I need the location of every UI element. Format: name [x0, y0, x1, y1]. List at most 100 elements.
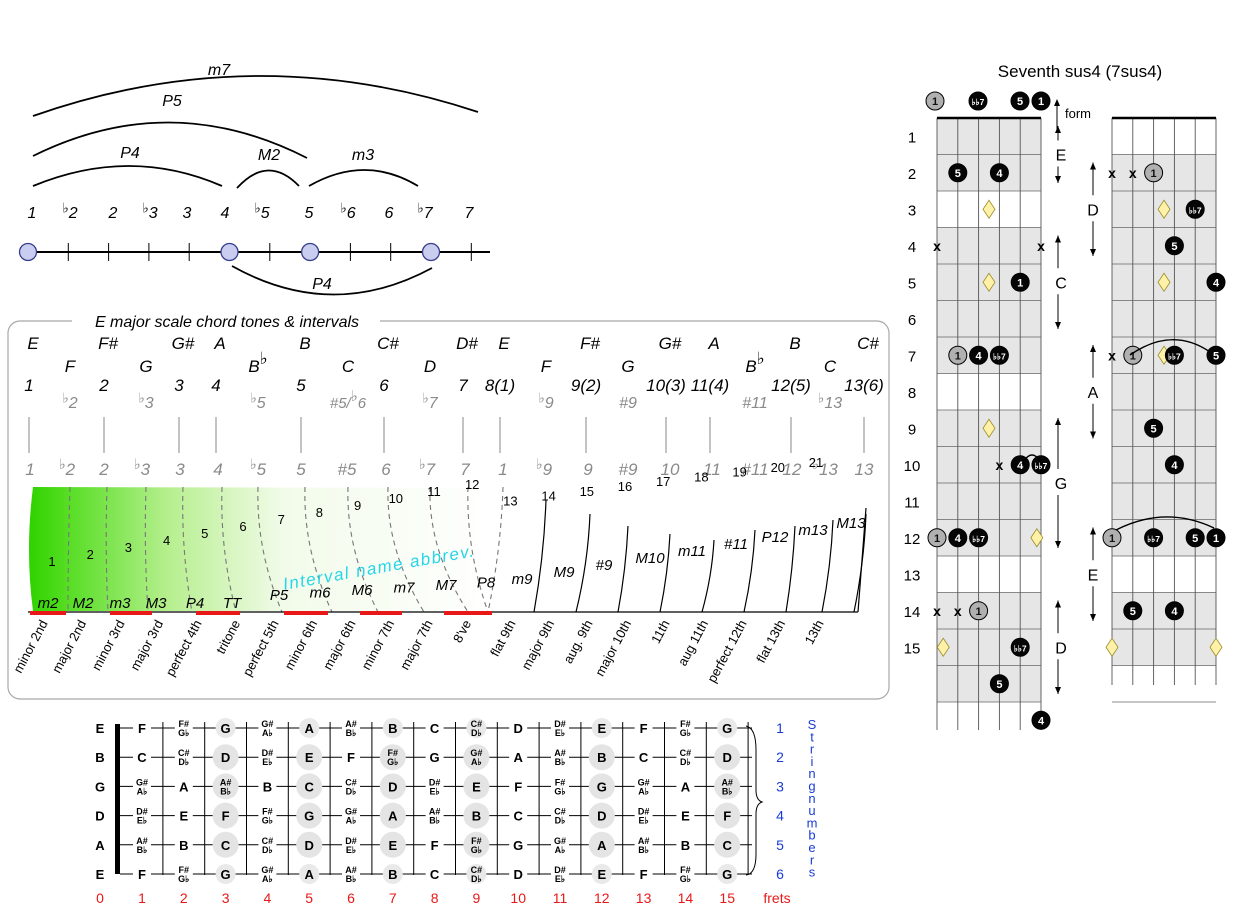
form-letter: A	[1088, 385, 1099, 402]
fret-note-flat: D♭	[262, 845, 273, 855]
fret-note: D	[723, 750, 732, 765]
interval-arc-label: m7	[208, 62, 231, 79]
fret-note-flat: E♭	[137, 816, 147, 826]
muted-string-x: x	[996, 457, 1004, 473]
chord-tone-label: 4	[1171, 606, 1178, 618]
fret-note-sharp: A#	[429, 807, 441, 817]
note-bg	[258, 806, 277, 825]
note-bg	[174, 835, 193, 854]
interval-separator	[487, 486, 504, 613]
note-bg	[342, 777, 360, 796]
chord-extension-degree: ♭13	[818, 390, 842, 412]
note-bg	[425, 865, 444, 883]
semitone-count: 21	[809, 455, 823, 470]
fret-note-sharp: C#	[554, 807, 566, 817]
fret-note: E	[179, 809, 188, 824]
interval-separator	[387, 486, 425, 613]
fret-note-flat: E♭	[555, 874, 565, 884]
chord-tone-dot	[968, 91, 988, 111]
fret-marker-dot	[212, 802, 239, 829]
chord-tone-dot	[1010, 637, 1030, 657]
fret-note: F	[138, 867, 146, 882]
fret-note: C	[514, 809, 524, 824]
note-name: G#	[659, 334, 682, 353]
chord-tone-label: 5	[996, 679, 1002, 691]
interval-number: 6	[381, 460, 391, 479]
chord-tone-dot	[969, 345, 989, 365]
form-arrow-head	[1054, 99, 1060, 106]
form-letter: D	[1087, 202, 1099, 219]
chord-tone-label: ♭♭7	[1147, 534, 1160, 544]
semitone-count: 1	[48, 554, 55, 569]
fret-marker-dot	[588, 802, 615, 829]
chord-extension-degree: ♭5	[250, 390, 265, 412]
fret-note: E	[472, 779, 481, 794]
fret-note-sharp: F#	[471, 836, 482, 846]
interval-separator	[429, 486, 469, 613]
string-number: 4	[776, 808, 784, 824]
note-bg	[342, 748, 360, 767]
fret-note-flat: D♭	[178, 757, 189, 767]
interval-number: #9	[619, 460, 638, 479]
chord-tone-label: 1	[1017, 277, 1023, 289]
string-numbers-label-letter: s	[809, 865, 816, 880]
fret-note: F	[431, 838, 439, 853]
form-arrow-head	[1090, 431, 1096, 439]
panel-title-bg	[72, 312, 380, 330]
fret-marker-dot	[296, 744, 323, 771]
interval-separator	[659, 533, 671, 613]
semitone-count: 8	[316, 505, 323, 520]
scale-degree: 5	[296, 376, 306, 395]
interval-abbrev: m7	[394, 580, 415, 597]
form-arrow-head	[1090, 527, 1096, 535]
ruler-degree-label: ♭3	[142, 200, 157, 222]
fret-note-sharp: F#	[680, 719, 691, 729]
chord-tone-dot	[1144, 418, 1164, 438]
ruler-dot	[18, 242, 38, 262]
ruler-degree-label: 6	[385, 205, 394, 222]
chord-tone-label: 1	[1213, 533, 1219, 545]
fret-marker-dot	[591, 864, 612, 884]
chord-tone-dot	[1010, 91, 1030, 111]
fret-note-sharp: A#	[345, 865, 357, 875]
fret-note-flat: D♭	[555, 816, 566, 826]
chord-tone-label: 5	[1130, 606, 1136, 618]
fret-note-sharp: G#	[261, 865, 273, 875]
chord-fret-number: 9	[908, 421, 916, 438]
open-string-note: G	[95, 779, 105, 794]
chord-tone-label: ♭♭7	[1189, 205, 1202, 215]
fret-note: B	[179, 838, 188, 853]
fret-note: B	[263, 779, 272, 794]
fret-marker-dot	[379, 773, 406, 800]
fret-number: 8	[431, 890, 439, 906]
interval-separator	[743, 529, 756, 613]
fret-marker-dot	[588, 773, 615, 800]
scale-degree: 9(2)	[571, 376, 601, 395]
string-numbers-label-letter: e	[808, 840, 815, 855]
semitone-count: 6	[239, 519, 246, 534]
fret-marker-dot	[215, 864, 236, 884]
fret-number: 15	[719, 890, 735, 906]
chord-extension-degree: ♭7	[422, 390, 438, 412]
chord-extension-degree: ♭3	[138, 390, 153, 412]
chord-tone-label: 1	[955, 350, 961, 362]
interval-number: 7	[460, 460, 470, 479]
chord-tone-label: 4	[976, 350, 983, 362]
semitone-count: 13	[503, 493, 517, 508]
fret-note: A	[305, 721, 315, 736]
fret-note-sharp: G#	[136, 777, 148, 787]
interval-abbrev: #11	[724, 536, 748, 553]
note-bg	[174, 748, 193, 767]
fret-note: B	[597, 750, 606, 765]
fret-number: 13	[636, 890, 652, 906]
string-numbers-label-letter: r	[810, 852, 815, 867]
fret-shade	[1112, 410, 1216, 447]
fret-note: C	[305, 779, 315, 794]
open-string-note: B	[95, 750, 104, 765]
interval-abbrev: m11	[678, 543, 706, 560]
interval-number: ♭2	[59, 457, 76, 479]
note-bg	[509, 865, 528, 883]
fret-marker-dot	[296, 831, 323, 858]
interval-abbrev: m13	[798, 522, 828, 539]
fret-shade	[1112, 629, 1216, 666]
